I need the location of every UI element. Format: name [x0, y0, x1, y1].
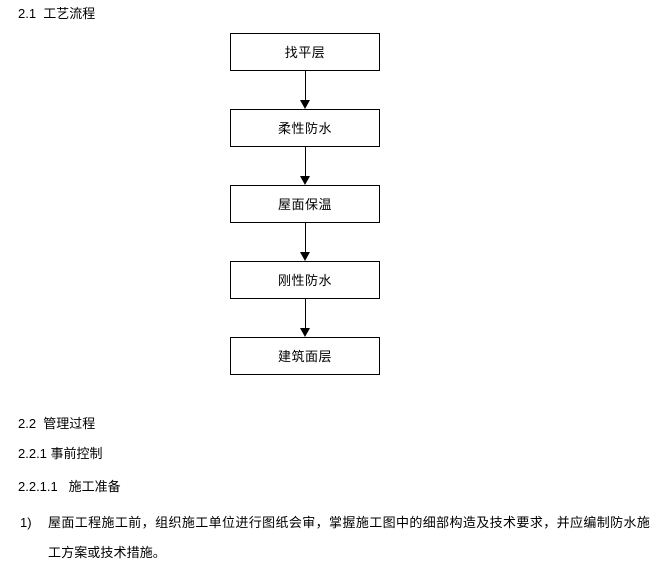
flow-arrow-1-2 — [230, 71, 380, 109]
heading-2-2: 2.2 管理过程 — [18, 416, 96, 431]
flow-node-label: 找平层 — [284, 44, 326, 60]
flow-arrow-4-5 — [230, 299, 380, 337]
arrow-head-down-icon — [300, 176, 310, 185]
list-item: 1) 屋面工程施工前，组织施工单位进行图纸会审，掌握施工图中的细部构造及技术要求… — [18, 508, 650, 568]
list-item-text: 屋面工程施工前，组织施工单位进行图纸会审，掌握施工图中的细部构造及技术要求，并应… — [48, 515, 650, 560]
flow-node-label: 刚性防水 — [277, 272, 332, 288]
arrow-head-down-icon — [300, 252, 310, 261]
arrow-line — [304, 71, 306, 102]
process-flowchart: 找平层 柔性防水 屋面保温 刚性防水 建筑面层 — [230, 33, 380, 375]
heading-2-1: 2.1 工艺流程 — [18, 6, 96, 21]
flow-node-label: 建筑面层 — [277, 348, 332, 364]
flow-node-label: 柔性防水 — [277, 120, 332, 136]
flow-arrow-3-4 — [230, 223, 380, 261]
flow-node-1: 找平层 — [230, 33, 380, 71]
arrow-line — [304, 299, 306, 330]
list-item-marker: 1) — [20, 515, 32, 530]
arrow-head-down-icon — [300, 328, 310, 337]
flow-node-label: 屋面保温 — [277, 196, 332, 212]
arrow-head-down-icon — [300, 100, 310, 109]
numbered-list: 1) 屋面工程施工前，组织施工单位进行图纸会审，掌握施工图中的细部构造及技术要求… — [18, 508, 650, 568]
flow-node-4: 刚性防水 — [230, 261, 380, 299]
arrow-line — [304, 147, 306, 178]
flow-node-3: 屋面保温 — [230, 185, 380, 223]
heading-2-2-1-1: 2.2.1.1 施工准备 — [18, 479, 121, 494]
heading-2-2-1: 2.2.1 事前控制 — [18, 446, 103, 461]
arrow-line — [304, 223, 306, 254]
flow-node-5: 建筑面层 — [230, 337, 380, 375]
flow-arrow-2-3 — [230, 147, 380, 185]
flow-node-2: 柔性防水 — [230, 109, 380, 147]
